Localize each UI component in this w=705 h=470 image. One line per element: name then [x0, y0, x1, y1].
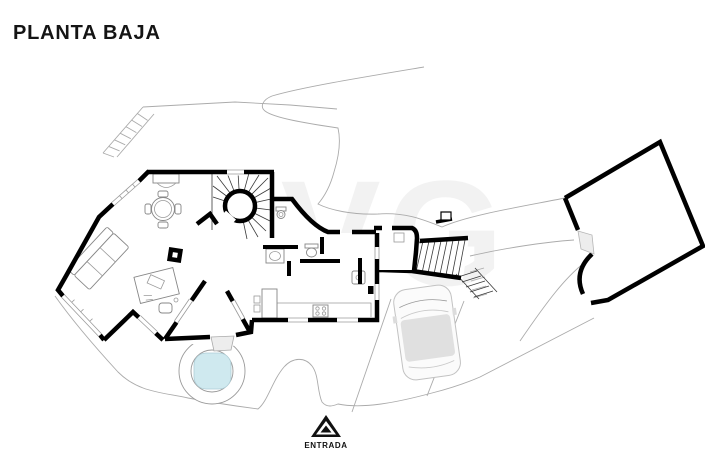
garage [562, 138, 705, 306]
exterior-stairs [378, 211, 498, 300]
entrance-label: ENTRADA [304, 441, 347, 450]
windows [60, 168, 381, 338]
entry-door-leaf [210, 335, 235, 352]
dining-table [144, 190, 182, 229]
spiral-staircase [195, 171, 272, 240]
car-roof [400, 314, 455, 362]
furniture [67, 173, 405, 319]
pool-water [193, 352, 232, 390]
main-house [55, 168, 420, 352]
stair-lightwell [440, 211, 452, 221]
entrance-marker: ENTRADA [304, 415, 347, 450]
desk [133, 267, 180, 314]
car [392, 284, 461, 381]
entrance-triangle-icon [311, 415, 341, 437]
kitchen-fixtures [253, 232, 405, 319]
sofa [67, 227, 129, 290]
fireplace [166, 246, 184, 264]
pool [178, 337, 246, 405]
page-title: PLANTA BAJA [13, 22, 161, 44]
garage-door-leaf [577, 230, 595, 255]
